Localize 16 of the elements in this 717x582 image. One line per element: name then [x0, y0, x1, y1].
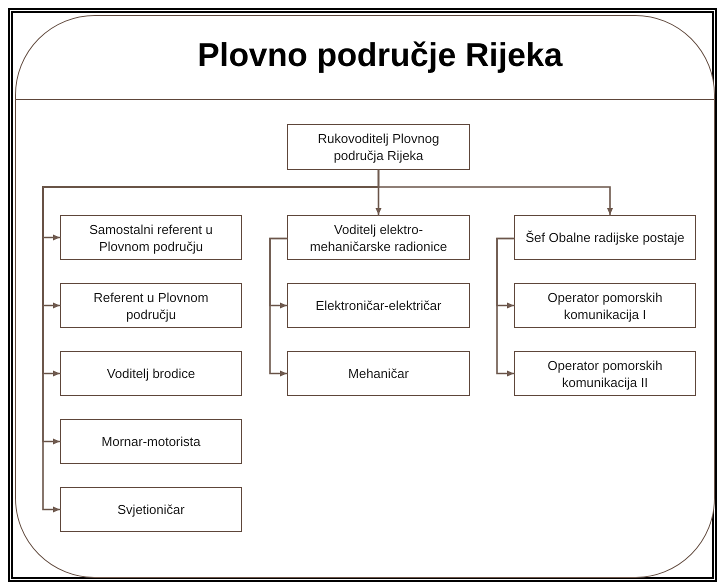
role-box: Voditelj brodice [60, 351, 242, 396]
role-box: Mornar-motorista [60, 419, 242, 464]
title: Plovno područje Rijeka [196, 38, 564, 71]
role-box: Operator pomorskih komunikacija I [514, 283, 696, 328]
role-box: Referent u Plovnom području [60, 283, 242, 328]
role-box: Samostalni referent u Plovnom području [60, 215, 242, 260]
role-box: Operator pomorskih komunikacija II [514, 351, 696, 396]
connector-arrow [496, 238, 514, 376]
role-box: Elektroničar-električar [287, 283, 470, 328]
role-box: Voditelj elektro-mehaničarske radionice [287, 215, 470, 260]
role-box: Mehaničar [287, 351, 470, 396]
role-box: Šef Obalne radijske postaje [514, 215, 696, 260]
connector-arrow [378, 170, 613, 215]
role-box: Svjetioničar [60, 487, 242, 532]
connector-arrow [269, 238, 287, 376]
role-box: Rukovoditelj Plovnog područja Rijeka [287, 124, 470, 170]
